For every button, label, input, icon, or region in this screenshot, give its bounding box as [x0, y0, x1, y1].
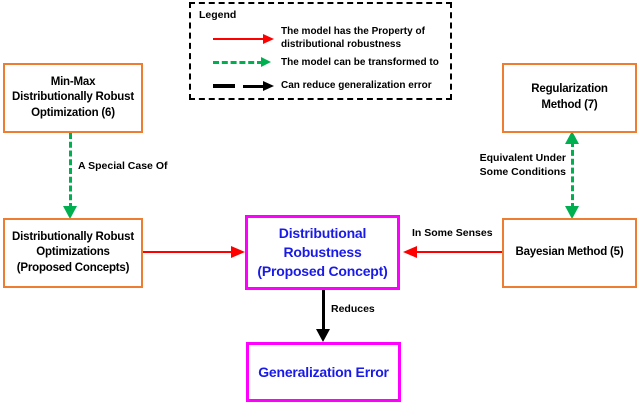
node-label: Distributional Robustness (Proposed Conc…: [257, 225, 388, 279]
edge-bayes-to-center-arrowhead: [403, 246, 417, 258]
edge-dro-to-center-arrowhead: [231, 246, 245, 258]
edge-label-in-some-senses: In Some Senses: [412, 227, 493, 239]
edge-equivalent-line: [571, 141, 574, 209]
edge-special-case-arrowhead: [63, 206, 77, 219]
edge-special-case-line: [69, 133, 72, 209]
legend-box: Legend The model has the Property of dis…: [189, 2, 452, 100]
legend-label-red: The model has the Property of distributi…: [281, 26, 425, 50]
node-bayesian-method[interactable]: Bayesian Method (5): [502, 218, 637, 288]
node-min-max-distributionally-robust-optimization[interactable]: Min-Max Distributionally Robust Optimiza…: [3, 63, 143, 133]
node-label: Min-Max Distributionally Robust Optimiza…: [12, 75, 134, 119]
node-label: Generalization Error: [258, 363, 389, 380]
edge-reduces-arrowhead: [316, 329, 330, 342]
legend-title: Legend: [199, 9, 237, 21]
node-label: Distributionally Robust Optimizations (P…: [12, 230, 134, 274]
legend-label-black: Can reduce generalization error: [281, 80, 432, 91]
node-generalization-error[interactable]: Generalization Error: [246, 342, 401, 402]
legend-row-red: The model has the Property of distributi…: [213, 26, 425, 51]
edge-dro-to-center-line: [143, 251, 235, 253]
green-dashed-arrow-icon: [213, 57, 275, 69]
edge-label-special-case: A Special Case Of: [78, 160, 168, 172]
node-distributional-robustness[interactable]: Distributional Robustness (Proposed Conc…: [245, 215, 400, 290]
edge-label-equivalent: Equivalent Under Some Conditions: [479, 152, 566, 178]
node-regularization-method[interactable]: Regularization Method (7): [502, 63, 637, 133]
node-distributionally-robust-optimizations[interactable]: Distributionally Robust Optimizations (P…: [3, 218, 143, 288]
node-label: Regularization Method (7): [531, 83, 608, 111]
edge-equivalent-arrowhead-down: [565, 206, 579, 219]
edge-reduces-line: [322, 290, 325, 333]
edge-bayes-to-center-line: [417, 251, 502, 253]
edge-equivalent-arrowhead-up: [565, 131, 579, 144]
black-arrow-icon: [213, 80, 275, 92]
legend-row-green: The model can be transformed to: [213, 57, 439, 70]
legend-label-green: The model can be transformed to: [281, 57, 439, 68]
node-label: Bayesian Method (5): [515, 246, 624, 259]
legend-row-black: Can reduce generalization error: [213, 80, 432, 93]
red-arrow-icon: [213, 33, 275, 45]
edge-label-reduces: Reduces: [331, 303, 375, 315]
